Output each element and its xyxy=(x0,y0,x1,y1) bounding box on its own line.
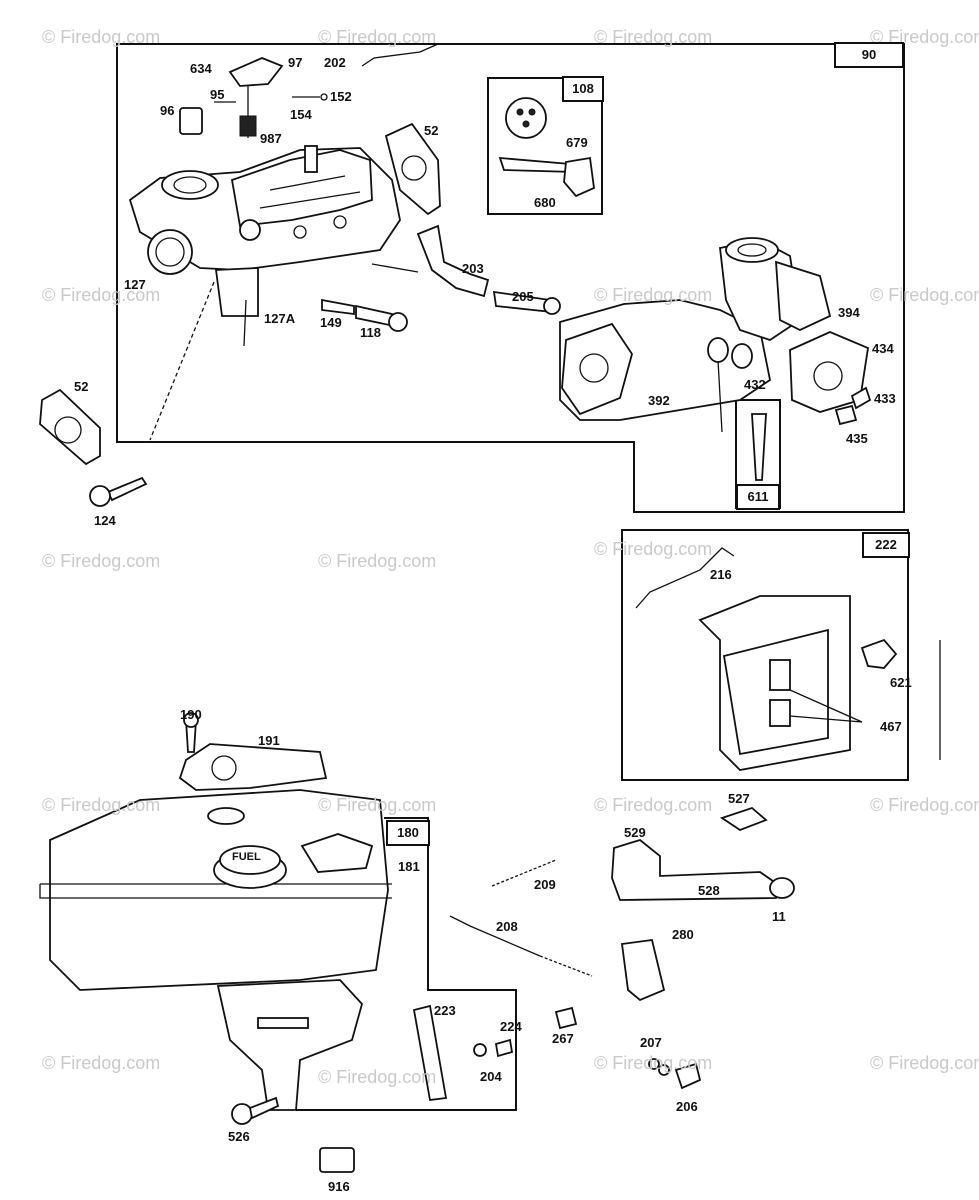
plate-191-drawing xyxy=(178,743,328,791)
watermark: © Firedog.com xyxy=(870,27,979,47)
part-label-149: 149 xyxy=(320,315,342,330)
watermark: © Firedog.com xyxy=(594,27,713,47)
carburetor-right-drawing xyxy=(559,237,872,433)
section-box-222-label: 222 xyxy=(862,532,910,558)
watermark: © Firedog.com xyxy=(594,285,713,305)
spring-209-drawing xyxy=(491,859,557,887)
part-label-394: 394 xyxy=(838,305,860,320)
part-label-216: 216 xyxy=(710,567,732,582)
throttle-lever-drawing xyxy=(416,224,490,298)
link-216-drawing xyxy=(635,547,735,609)
part-label-203: 203 xyxy=(462,261,484,276)
bracket-223-drawing xyxy=(412,1004,448,1101)
fuel-cap-text: FUEL xyxy=(232,851,261,863)
watermark: © Firedog.com xyxy=(42,795,161,815)
part-label-204: 204 xyxy=(480,1069,502,1084)
part-label-223: 223 xyxy=(434,1003,456,1018)
fuel-tank-drawing xyxy=(39,789,392,991)
part-label-467: 467 xyxy=(880,719,902,734)
part-label-202: 202 xyxy=(324,55,346,70)
watermark: © Firedog.com xyxy=(42,27,161,47)
part-label-127: 127 xyxy=(124,277,146,292)
watermark: © Firedog.com xyxy=(318,795,437,815)
section-box-90-label: 90 xyxy=(834,42,904,68)
part-label-679: 679 xyxy=(566,135,588,150)
part-label-433: 433 xyxy=(874,391,896,406)
gasket-52-lower-drawing xyxy=(39,388,101,466)
part-label-96: 96 xyxy=(160,103,175,118)
part-label-527: 527 xyxy=(728,791,750,806)
part-label-987: 987 xyxy=(260,131,282,146)
part-label-280: 280 xyxy=(672,927,694,942)
part-label-435: 435 xyxy=(846,431,868,446)
watermark: © Firedog.com xyxy=(318,551,437,571)
part-label-528: 528 xyxy=(698,883,720,898)
part-label-124: 124 xyxy=(94,513,116,528)
part-label-208: 208 xyxy=(496,919,518,934)
box-222-outline xyxy=(621,529,909,781)
part-label-434: 434 xyxy=(872,341,894,356)
part-label-52-top: 52 xyxy=(424,123,439,138)
rod-208-drawing xyxy=(539,955,593,977)
part-label-621: 621 xyxy=(890,675,912,690)
part-label-95: 95 xyxy=(210,87,225,102)
part-label-152: 152 xyxy=(330,89,352,104)
carburetor-left-drawing xyxy=(128,145,401,347)
part-label-127A: 127A xyxy=(264,311,296,326)
part-label-634: 634 xyxy=(190,61,212,76)
watermark: © Firedog.com xyxy=(318,1067,437,1087)
screw-124-drawing xyxy=(106,476,148,502)
part-label-205: 205 xyxy=(512,289,534,304)
part-label-392: 392 xyxy=(648,393,670,408)
watermark: © Firedog.com xyxy=(870,285,979,305)
part-label-224: 224 xyxy=(500,1019,522,1034)
watermark: © Firedog.com xyxy=(42,1053,161,1073)
part-label-267: 267 xyxy=(552,1031,574,1046)
part-label-181: 181 xyxy=(398,859,420,874)
part-label-118: 118 xyxy=(360,325,381,340)
clip-280-drawing xyxy=(620,939,666,1002)
watermark: © Firedog.com xyxy=(42,551,161,571)
part-label-206: 206 xyxy=(676,1099,698,1114)
watermark: © Firedog.com xyxy=(594,795,713,815)
box-108-outline xyxy=(487,77,603,215)
part-label-680: 680 xyxy=(534,195,556,210)
part-label-97: 97 xyxy=(288,55,303,70)
choke-plate-drawing xyxy=(228,57,284,87)
section-box-180-label: 180 xyxy=(386,820,430,846)
watermark: © Firedog.com xyxy=(318,27,437,47)
watermark: © Firedog.com xyxy=(870,1053,979,1073)
part-label-432: 432 xyxy=(744,377,766,392)
part-label-529: 529 xyxy=(624,825,646,840)
fuel-line-drawing xyxy=(611,838,782,901)
part-label-191: 191 xyxy=(258,733,280,748)
part-label-526: 526 xyxy=(228,1129,250,1144)
part-label-11: 11 xyxy=(772,909,786,924)
watermark: © Firedog.com xyxy=(870,795,979,815)
part-267-drawing xyxy=(554,1006,578,1030)
section-box-108-label: 108 xyxy=(562,76,604,102)
box-180-outline xyxy=(296,817,517,1111)
watermark: © Firedog.com xyxy=(42,285,161,305)
section-box-611-label: 611 xyxy=(736,484,780,510)
watermark: © Firedog.com xyxy=(594,539,713,559)
tank-bracket-drawing xyxy=(216,979,364,1111)
part-label-209: 209 xyxy=(534,877,556,892)
part-label-154: 154 xyxy=(290,107,312,122)
part-label-190: 190 xyxy=(180,707,202,722)
watermark: © Firedog.com xyxy=(594,1053,713,1073)
box-90-outline xyxy=(116,43,905,513)
gasket-52-top-drawing xyxy=(384,122,441,216)
link-202-drawing xyxy=(361,43,439,67)
screw-206-drawing xyxy=(674,1062,702,1090)
part-label-207: 207 xyxy=(640,1035,662,1050)
part-label-52-lower: 52 xyxy=(74,379,89,394)
part-label-916: 916 xyxy=(328,1179,350,1194)
